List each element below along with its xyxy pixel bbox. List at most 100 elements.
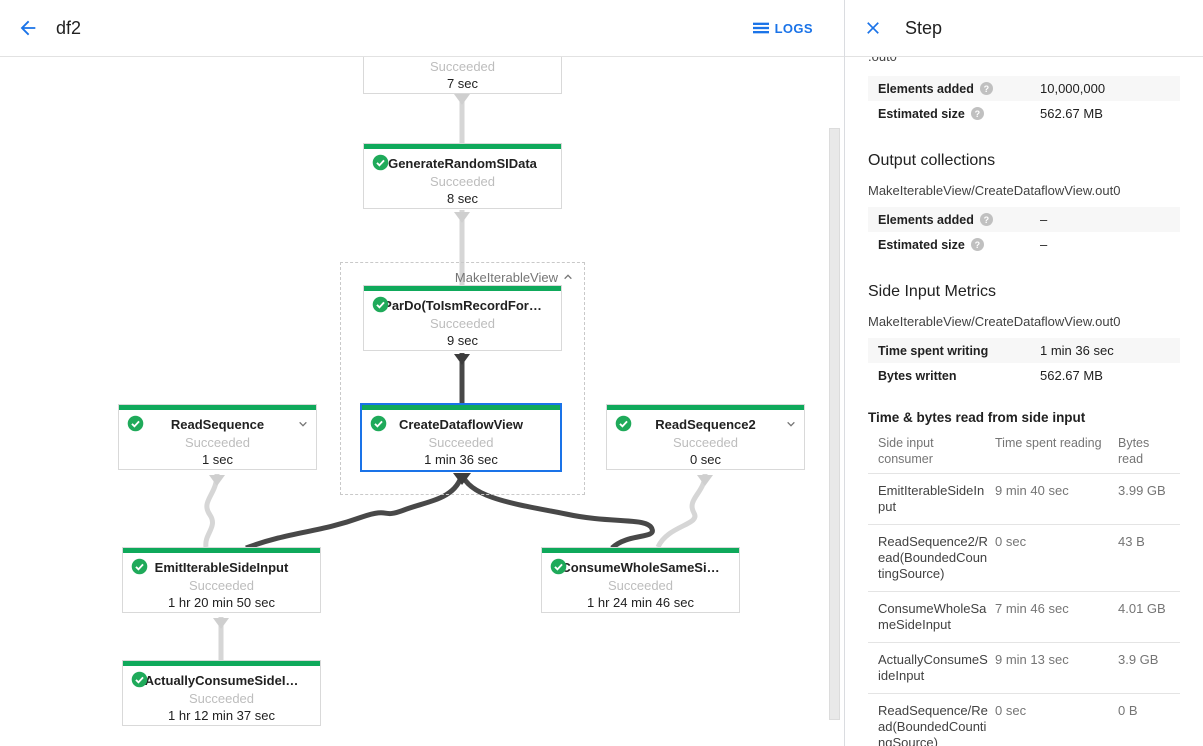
- panel-title: Step: [905, 17, 943, 38]
- logs-button-label: LOGS: [774, 20, 813, 36]
- node-title: EmitIterableSideInput: [154, 559, 289, 575]
- metric-row: Bytes written 562.67 MB: [868, 363, 1180, 388]
- time-spent-reading: 9 min 13 sec: [995, 642, 1118, 694]
- node-status-bar: [362, 405, 560, 410]
- edge-createdataflowview-to-consumewhole: [459, 472, 655, 550]
- node-time: 8 sec: [446, 191, 479, 206]
- bytes-read: 0 B: [1118, 693, 1180, 746]
- node-status-bar: [542, 548, 739, 553]
- help-icon[interactable]: ?: [970, 238, 984, 251]
- side-input-consumer: EmitIterableSideInput: [868, 473, 995, 525]
- metric-row: Elements added ? 10,000,000: [868, 76, 1180, 101]
- back-button[interactable]: [8, 8, 48, 48]
- help-icon[interactable]: ?: [979, 82, 993, 95]
- table-row: ConsumeWholeSameSideInput 7 min 46 sec 4…: [868, 591, 1180, 643]
- edge-arrowhead: [453, 473, 471, 485]
- bytes-read: 4.01 GB: [1118, 591, 1180, 643]
- arrow-back-icon: [20, 20, 36, 36]
- node-time: 1 hr 20 min 50 sec: [168, 595, 275, 610]
- node-status-bar: [364, 144, 561, 149]
- output-collection-name: MakeIterableView/CreateDataflowView.out0: [868, 183, 1121, 198]
- node-time: 1 min 36 sec: [424, 452, 498, 467]
- metric-label: Estimated size: [878, 237, 965, 252]
- table-row: EmitIterableSideInput 9 min 40 sec 3.99 …: [868, 473, 1180, 525]
- chevron-down-icon[interactable]: [295, 416, 311, 432]
- table-row: ReadSequence2/Read(BoundedCountingSource…: [868, 524, 1180, 592]
- metric-value: –: [1040, 212, 1048, 227]
- time-spent-reading: 7 min 46 sec: [995, 591, 1118, 643]
- metric-label: Estimated size: [878, 106, 965, 121]
- table-row: ActuallyConsumeSideInput 9 min 13 sec 3.…: [868, 642, 1180, 694]
- chevron-up-icon: [564, 274, 572, 280]
- graph-node-generaterandomsidata[interactable]: GenerateRandomSIData Succeeded 8 sec: [363, 143, 562, 209]
- edge-arrowhead: [209, 475, 225, 486]
- panel-divider: [844, 0, 845, 746]
- side-input-consumer: ConsumeWholeSameSideInput: [868, 591, 995, 643]
- check-circle-icon: [131, 558, 148, 575]
- node-time: 7 sec: [446, 76, 479, 91]
- node-status: Succeeded: [184, 435, 251, 450]
- node-status: Succeeded: [672, 435, 739, 450]
- side-input-consumer: ReadSequence/Read(BoundedCountingSource): [868, 693, 995, 746]
- check-circle-icon: [127, 415, 144, 432]
- column-header: Time spent reading: [995, 436, 1102, 450]
- node-title: GenerateRandomSIData: [388, 155, 537, 171]
- metric-value: –: [1040, 237, 1048, 252]
- node-status-bar: [364, 286, 561, 291]
- job-graph-canvas[interactable]: MakeIterableView Succeeded 7 sec Generat…: [0, 57, 845, 746]
- node-status-bar: [607, 405, 804, 410]
- node-title: CreateDataflowView: [398, 416, 524, 432]
- node-time: 1 hr 12 min 37 sec: [168, 708, 275, 723]
- metric-value: 1 min 36 sec: [1040, 343, 1114, 358]
- close-icon: [867, 22, 879, 34]
- edge-arrowhead: [454, 212, 470, 223]
- graph-node-createdataflowview-selected[interactable]: CreateDataflowView Succeeded 1 min 36 se…: [360, 403, 562, 472]
- side-input-consumer: ReadSequence2/Read(BoundedCountingSource…: [868, 524, 995, 592]
- top-toolbar: df2 LOGS: [0, 0, 845, 57]
- metric-row: Estimated size ? –: [868, 232, 1180, 257]
- table-row: ReadSequence/Read(BoundedCountingSource)…: [868, 693, 1180, 746]
- help-icon[interactable]: ?: [979, 213, 993, 226]
- metric-label: Elements added: [878, 212, 974, 227]
- graph-node-pardo-toismrecord[interactable]: ParDo(ToIsmRecordFor… Succeeded 9 sec: [363, 285, 562, 351]
- time-spent-reading: 0 sec: [995, 524, 1118, 592]
- side-input-read-table: Side input consumer Time spent reading B…: [868, 431, 1180, 746]
- node-time: 1 hr 24 min 46 sec: [587, 595, 694, 610]
- node-status-bar: [123, 661, 320, 666]
- node-title: ReadSequence2: [655, 416, 756, 432]
- graph-node-actuallyconsumesideinput[interactable]: ActuallyConsumeSideI… Succeeded 1 hr 12 …: [122, 660, 321, 726]
- graph-node-emititerablesideinput[interactable]: EmitIterableSideInput Succeeded 1 hr 20 …: [122, 547, 321, 613]
- graph-node-clipped-top[interactable]: Succeeded 7 sec: [363, 57, 562, 94]
- close-panel-button[interactable]: [853, 8, 893, 48]
- node-status: Succeeded: [607, 578, 674, 593]
- node-title: ReadSequence: [170, 416, 265, 432]
- edge-readsequence2-to-consumewhole: [655, 473, 708, 549]
- step-panel-body[interactable]: .out0 Elements added ? 10,000,000 Estima…: [845, 57, 1203, 746]
- time-bytes-read-heading: Time & bytes read from side input: [868, 410, 1086, 425]
- metric-value: 562.67 MB: [1040, 106, 1103, 121]
- edge-readsequence-to-emititerable: [203, 473, 220, 548]
- edge-arrowhead: [213, 618, 229, 629]
- node-title: ActuallyConsumeSideI…: [144, 672, 299, 688]
- side-input-metrics-heading: Side Input Metrics: [868, 283, 997, 300]
- node-time: 1 sec: [201, 452, 234, 467]
- bytes-read: 43 B: [1118, 524, 1180, 592]
- graph-node-consumewholesamesideinput[interactable]: ConsumeWholeSameSi… Succeeded 1 hr 24 mi…: [541, 547, 740, 613]
- node-title: ConsumeWholeSameSi…: [561, 559, 720, 575]
- edge-arrowhead: [454, 354, 470, 365]
- help-icon[interactable]: ?: [970, 107, 984, 120]
- vertical-scrollbar[interactable]: [829, 128, 840, 720]
- group-makeiterableview-toggle[interactable]: MakeIterableView: [455, 269, 576, 285]
- group-label: MakeIterableView: [454, 269, 558, 285]
- metric-label: Time spent writing: [878, 343, 989, 358]
- graph-node-readsequence[interactable]: ReadSequence Succeeded 1 sec: [118, 404, 317, 470]
- chevron-down-icon[interactable]: [783, 416, 799, 432]
- time-spent-reading: 9 min 40 sec: [995, 473, 1118, 525]
- graph-edges-layer: [203, 93, 713, 660]
- graph-node-readsequence2[interactable]: ReadSequence2 Succeeded 0 sec: [606, 404, 805, 470]
- output-collection-metrics: Elements added ? – Estimated size ? –: [868, 207, 1180, 257]
- node-status: Succeeded: [429, 316, 496, 331]
- check-circle-icon: [615, 415, 632, 432]
- logs-button[interactable]: LOGS: [752, 20, 813, 36]
